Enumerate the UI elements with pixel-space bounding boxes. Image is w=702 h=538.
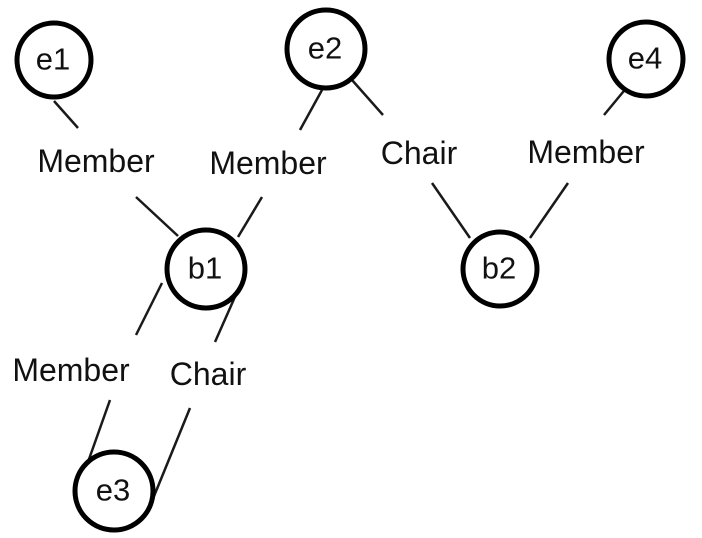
node-label: e1 [36,42,70,77]
node-label: e4 [628,41,662,76]
edge-segment [86,399,112,463]
node-label: b2 [482,251,516,286]
node-label: e3 [96,473,130,508]
edge-segment [134,282,164,336]
node-circle [72,449,156,533]
edge-segment [351,79,384,116]
edge-segment [148,407,192,507]
edge-label-b1-e3-member: Member [12,352,130,388]
edge-label-b1-e3-chair: Chair [170,356,247,392]
node-e4: e4 [606,19,686,99]
edge-segment [430,182,472,239]
node-e2: e2 [284,7,368,91]
edge-segment [236,196,264,238]
node-label: b1 [188,251,222,286]
node-e3: e3 [72,449,156,533]
node-b1: b1 [164,227,248,311]
edge-segment [135,196,179,237]
node-e1: e1 [14,20,94,100]
edge-segment [528,182,570,239]
edge-b1-e3-member [86,282,164,463]
node-b2: b2 [460,229,540,309]
node-circle [460,229,540,309]
node-circle [284,7,368,91]
edge-e1-b1-member [53,100,179,237]
edge-label-e2-b1: Member [209,145,327,181]
node-circle [164,227,248,311]
edge-b1-e3-chair [148,289,240,507]
node-circle [14,20,94,100]
edge-label-e2-b2: Chair [381,135,458,171]
edge-segment [298,89,324,131]
edge-e2-b1-member [236,89,324,238]
edge-segment [53,100,79,129]
node-circle [606,19,686,99]
edge-label-e4-b2: Member [527,134,645,170]
edge-label-e1-b1: Member [37,143,155,179]
node-label: e2 [308,31,342,66]
edge-e2-b2-chair [351,79,472,239]
